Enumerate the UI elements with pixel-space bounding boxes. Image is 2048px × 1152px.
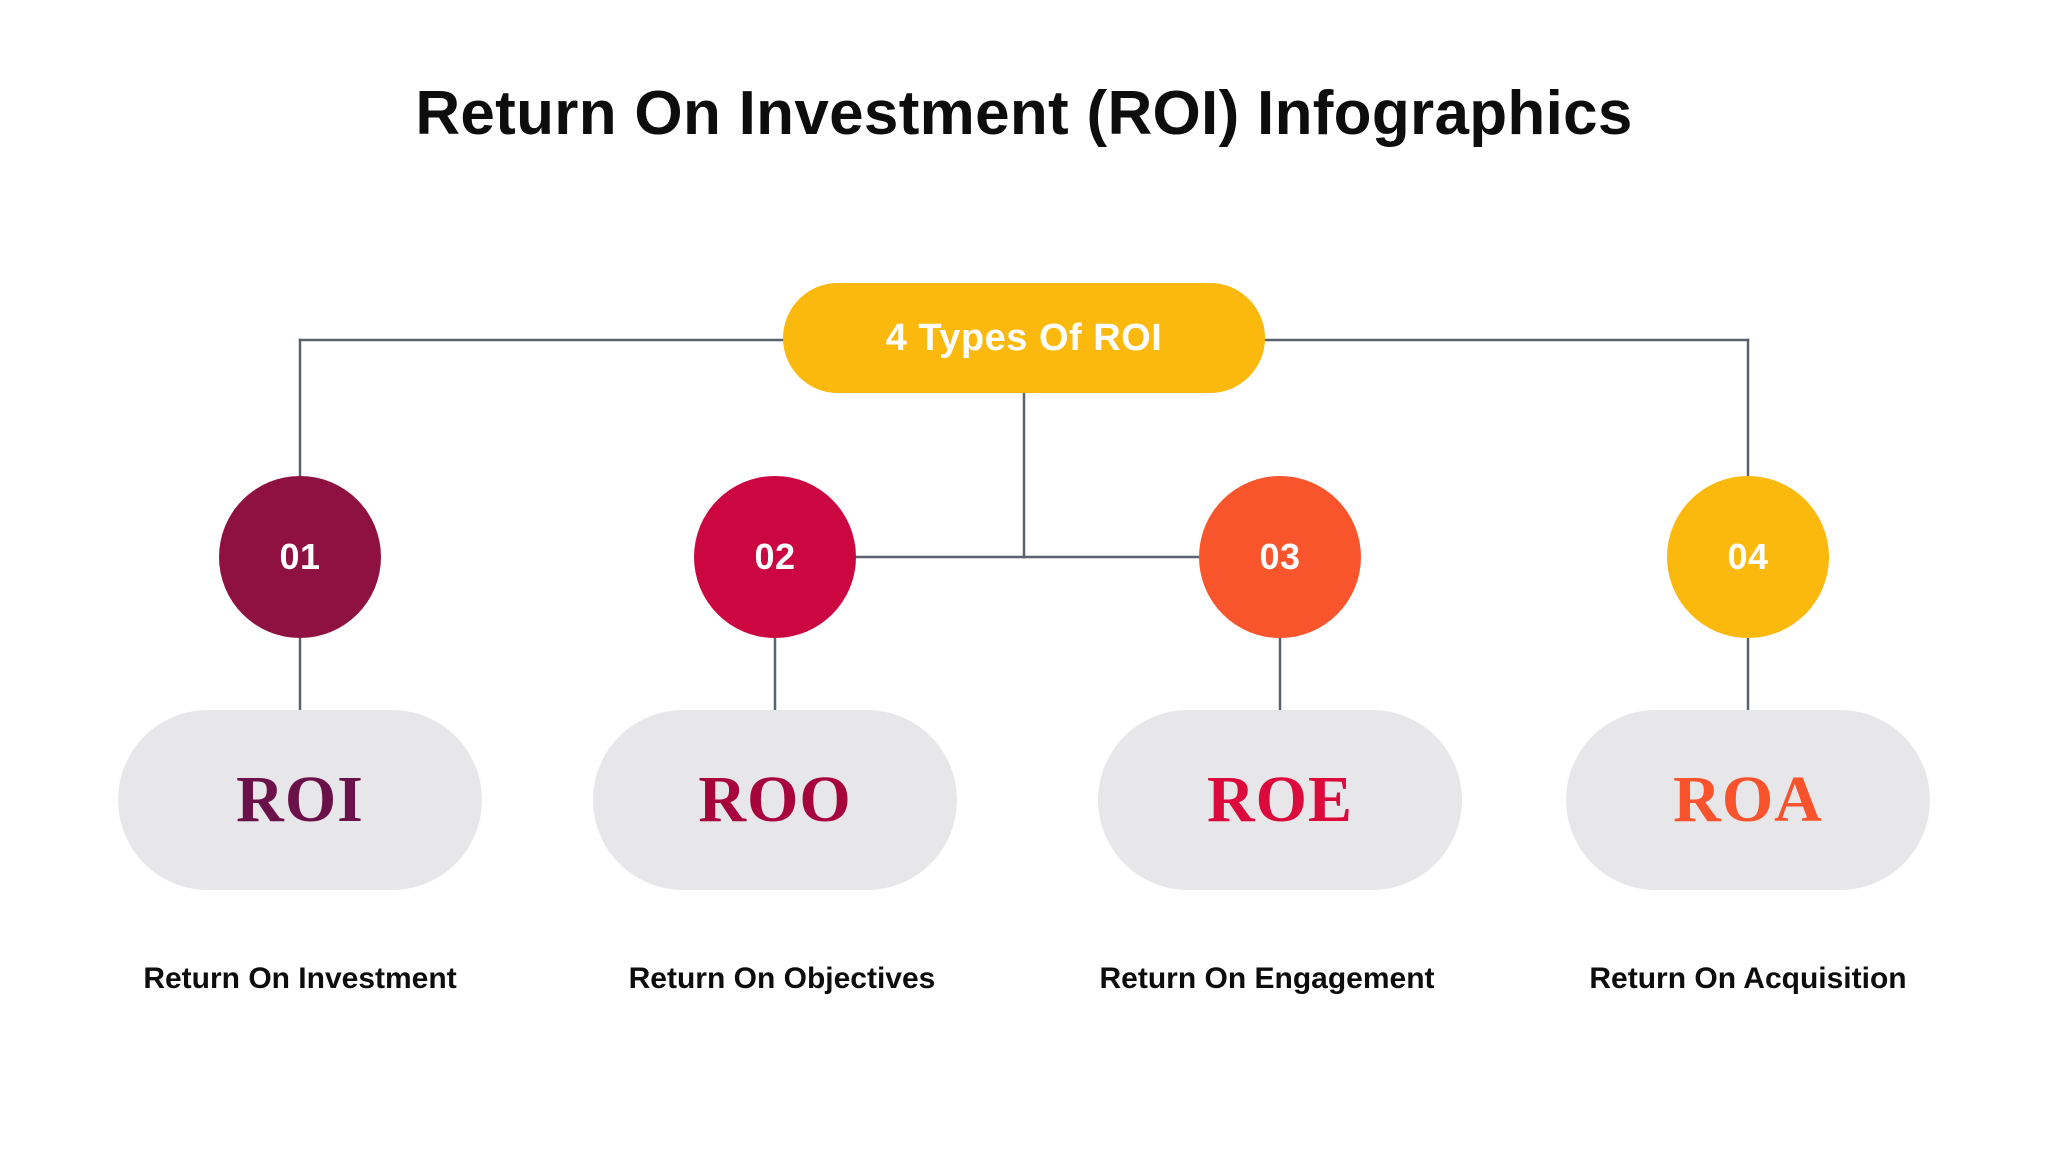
- number-circle-02[interactable]: 02: [694, 476, 856, 638]
- caption-return-on-investment: Return On Investment: [143, 962, 457, 995]
- abbr-pill-roo[interactable]: ROO: [593, 710, 957, 890]
- abbr-pill-roa[interactable]: ROA: [1566, 710, 1930, 890]
- abbr-pill-roa-label: ROA: [1673, 763, 1823, 836]
- number-circle-03-label: 03: [1259, 536, 1301, 577]
- root-node-4-types-of-roi[interactable]: 4 Types Of ROI: [783, 283, 1265, 393]
- caption-return-on-engagement: Return On Engagement: [1099, 962, 1435, 995]
- abbr-pill-roi[interactable]: ROI: [118, 710, 482, 890]
- number-circle-01-label: 01: [279, 536, 321, 577]
- abbr-pill-roe-label: ROE: [1206, 763, 1354, 836]
- number-circle-04[interactable]: 04: [1667, 476, 1829, 638]
- page-title: Return On Investment (ROI) Infographics: [415, 79, 1633, 148]
- caption-return-on-acquisition: Return On Acquisition: [1589, 962, 1907, 995]
- number-circle-01[interactable]: 01: [219, 476, 381, 638]
- caption-return-on-objectives: Return On Objectives: [628, 962, 936, 995]
- root-node-label: 4 Types Of ROI: [885, 316, 1163, 359]
- abbr-pill-roo-label: ROO: [698, 763, 852, 836]
- abbr-pill-roi-label: ROI: [236, 763, 364, 836]
- number-circle-03[interactable]: 03: [1199, 476, 1361, 638]
- number-circle-02-label: 02: [754, 536, 796, 577]
- abbr-pill-roe[interactable]: ROE: [1098, 710, 1462, 890]
- number-circle-04-label: 04: [1727, 536, 1769, 577]
